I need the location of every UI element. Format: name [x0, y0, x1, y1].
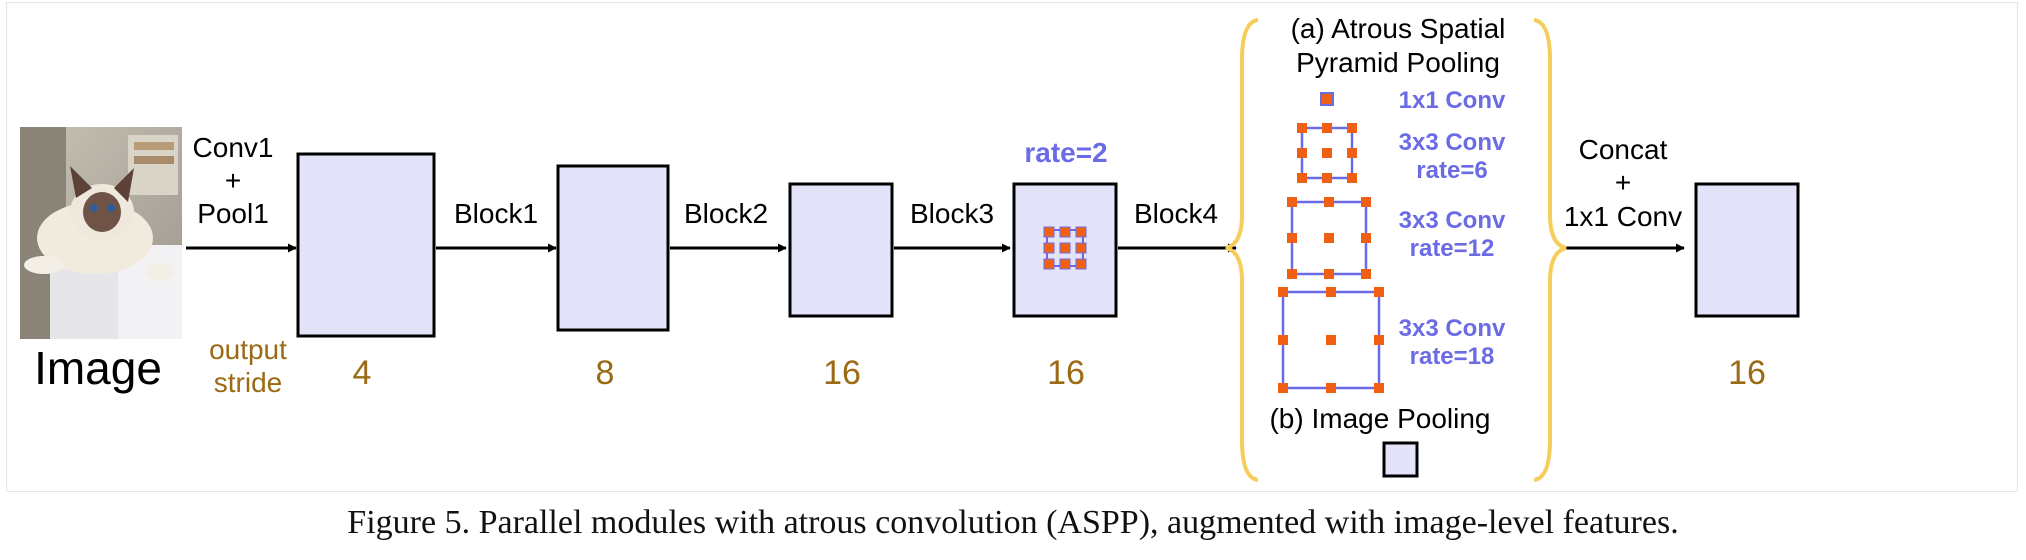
block1-label: Block1 [454, 198, 538, 229]
rate-2-kernel [1043, 226, 1087, 270]
kernel-3x3-rate-18 [1278, 287, 1384, 393]
figure-frame [6, 2, 2018, 492]
kernel-3x3-rate-12 [1287, 197, 1371, 279]
image-pooling-label: (b) Image Pooling [1269, 403, 1490, 434]
block4-label: Block4 [1134, 198, 1218, 229]
stride-8: 8 [596, 354, 615, 392]
aspp-diagram: Image Conv1 + Pool1 output stride Block1… [20, 13, 1800, 482]
branch-rate6-label: 3x3 Conv [1399, 129, 1506, 156]
feature-map-stride-4 [296, 152, 436, 338]
feature-map-stride-8 [556, 164, 670, 332]
kernel-3x3-rate-6 [1297, 123, 1357, 183]
kernel-1x1 [1320, 92, 1334, 106]
conv1-plus-label: + [225, 165, 241, 196]
stride-16-block3: 16 [1047, 354, 1085, 392]
image-pooling-box [1382, 441, 1419, 478]
branch-rate18-label: 3x3 Conv [1399, 315, 1506, 342]
cat-photo [20, 127, 182, 339]
stride-16-block2: 16 [823, 354, 861, 392]
conv1-label: Conv1 [193, 132, 274, 163]
aspp-title-2: Pyramid Pooling [1296, 47, 1500, 78]
left-brace [1225, 18, 1259, 482]
image-label: Image [34, 342, 162, 394]
branch-rate12-rate: rate=12 [1410, 235, 1495, 262]
figure-caption: Figure 5. Parallel modules with atrous c… [347, 504, 1679, 541]
branch-rate18-rate: rate=18 [1410, 343, 1495, 370]
right-brace [1533, 18, 1567, 482]
branch-rate12-label: 3x3 Conv [1399, 207, 1506, 234]
stride-16-output: 16 [1728, 354, 1766, 392]
rate-2-label: rate=2 [1024, 137, 1107, 168]
pool1-label: Pool1 [197, 198, 269, 229]
concat-label: Concat [1579, 134, 1668, 165]
aspp-title: (a) Atrous Spatial [1291, 13, 1506, 44]
output-stride-label-2: stride [214, 367, 282, 398]
feature-map-output [1694, 182, 1800, 318]
branch-rate6-rate: rate=6 [1416, 157, 1487, 184]
output-stride-label: output [209, 334, 287, 365]
branch-1x1-label: 1x1 Conv [1399, 87, 1506, 114]
block3-label: Block3 [910, 198, 994, 229]
block2-label: Block2 [684, 198, 768, 229]
stride-4: 4 [353, 354, 372, 392]
feature-map-stride-16 [788, 182, 894, 318]
concat-plus-label: + [1615, 167, 1631, 198]
concat-conv-label: 1x1 Conv [1564, 201, 1682, 232]
